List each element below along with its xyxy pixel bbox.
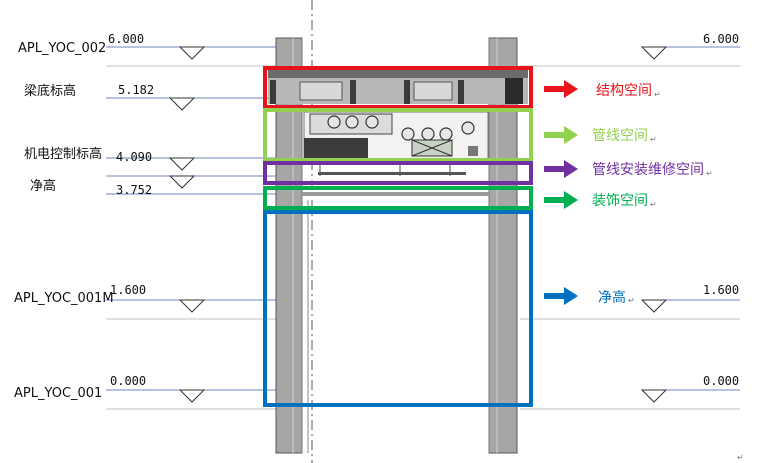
install-space-box — [263, 161, 533, 185]
level-marker-icon — [168, 175, 196, 189]
level-marker-icon — [178, 46, 206, 60]
annotation-boxes — [263, 66, 533, 407]
pilcrow-mark: ↵ — [654, 90, 661, 99]
level-value-clear-height: 3.752 — [116, 183, 152, 197]
install-space-label: 管线安装维修空间 — [592, 162, 704, 178]
structure-space-label: 结构空间 — [596, 83, 652, 99]
structure-space-box — [263, 66, 533, 109]
level-value-yoc001m-right: 1.600 — [703, 283, 739, 297]
pipeline-space-box — [263, 108, 533, 162]
level-marker-icon — [168, 97, 196, 111]
pipeline-arrow-icon — [544, 126, 578, 144]
structure-arrow-icon — [544, 80, 578, 98]
level-name-beam-bottom: 梁底标高 — [24, 83, 76, 99]
level-name-yoc001: APL_YOC_001 — [14, 386, 102, 401]
level-value-yoc001-left: 0.000 — [110, 374, 146, 388]
level-markers — [168, 46, 668, 403]
pilcrow-mark: ↵ — [650, 200, 657, 209]
level-marker-icon — [168, 157, 196, 171]
pilcrow-mark: ↵ — [650, 135, 657, 144]
level-name-yoc001m: APL_YOC_001M — [14, 291, 114, 306]
annotation-arrows — [544, 80, 578, 305]
pilcrow-mark: ↵ — [706, 169, 713, 178]
level-value-yoc002-right: 6.000 — [703, 32, 739, 46]
clear-height-box — [263, 210, 533, 407]
level-name-clear-height: 净高 — [30, 178, 56, 194]
decoration-space-box — [263, 186, 533, 210]
install-arrow-icon — [544, 160, 578, 178]
clear-height-arrow-icon — [544, 287, 578, 305]
level-value-yoc001-right: 0.000 — [703, 374, 739, 388]
decoration-arrow-icon — [544, 191, 578, 209]
level-name-yoc002: APL_YOC_002 — [18, 41, 106, 56]
level-value-yoc002-left: 6.000 — [108, 32, 144, 46]
decoration-space-label: 装饰空间 — [592, 193, 648, 209]
level-value-beam-bottom: 5.182 — [118, 83, 154, 97]
pilcrow-mark: ↵ — [737, 453, 744, 462]
level-marker-icon — [178, 299, 206, 313]
pipeline-space-label: 管线空间 — [592, 128, 648, 144]
level-marker-icon — [178, 389, 206, 403]
level-value-yoc001m-left: 1.600 — [110, 283, 146, 297]
level-value-mep-control: 4.090 — [116, 150, 152, 164]
clear-height-label: 净高 — [598, 289, 626, 306]
level-marker-icon — [640, 46, 668, 60]
level-name-mep-control: 机电控制标高 — [24, 146, 102, 162]
level-marker-icon — [640, 389, 668, 403]
pilcrow-mark: ↵ — [628, 296, 635, 305]
level-marker-icon — [640, 299, 668, 313]
